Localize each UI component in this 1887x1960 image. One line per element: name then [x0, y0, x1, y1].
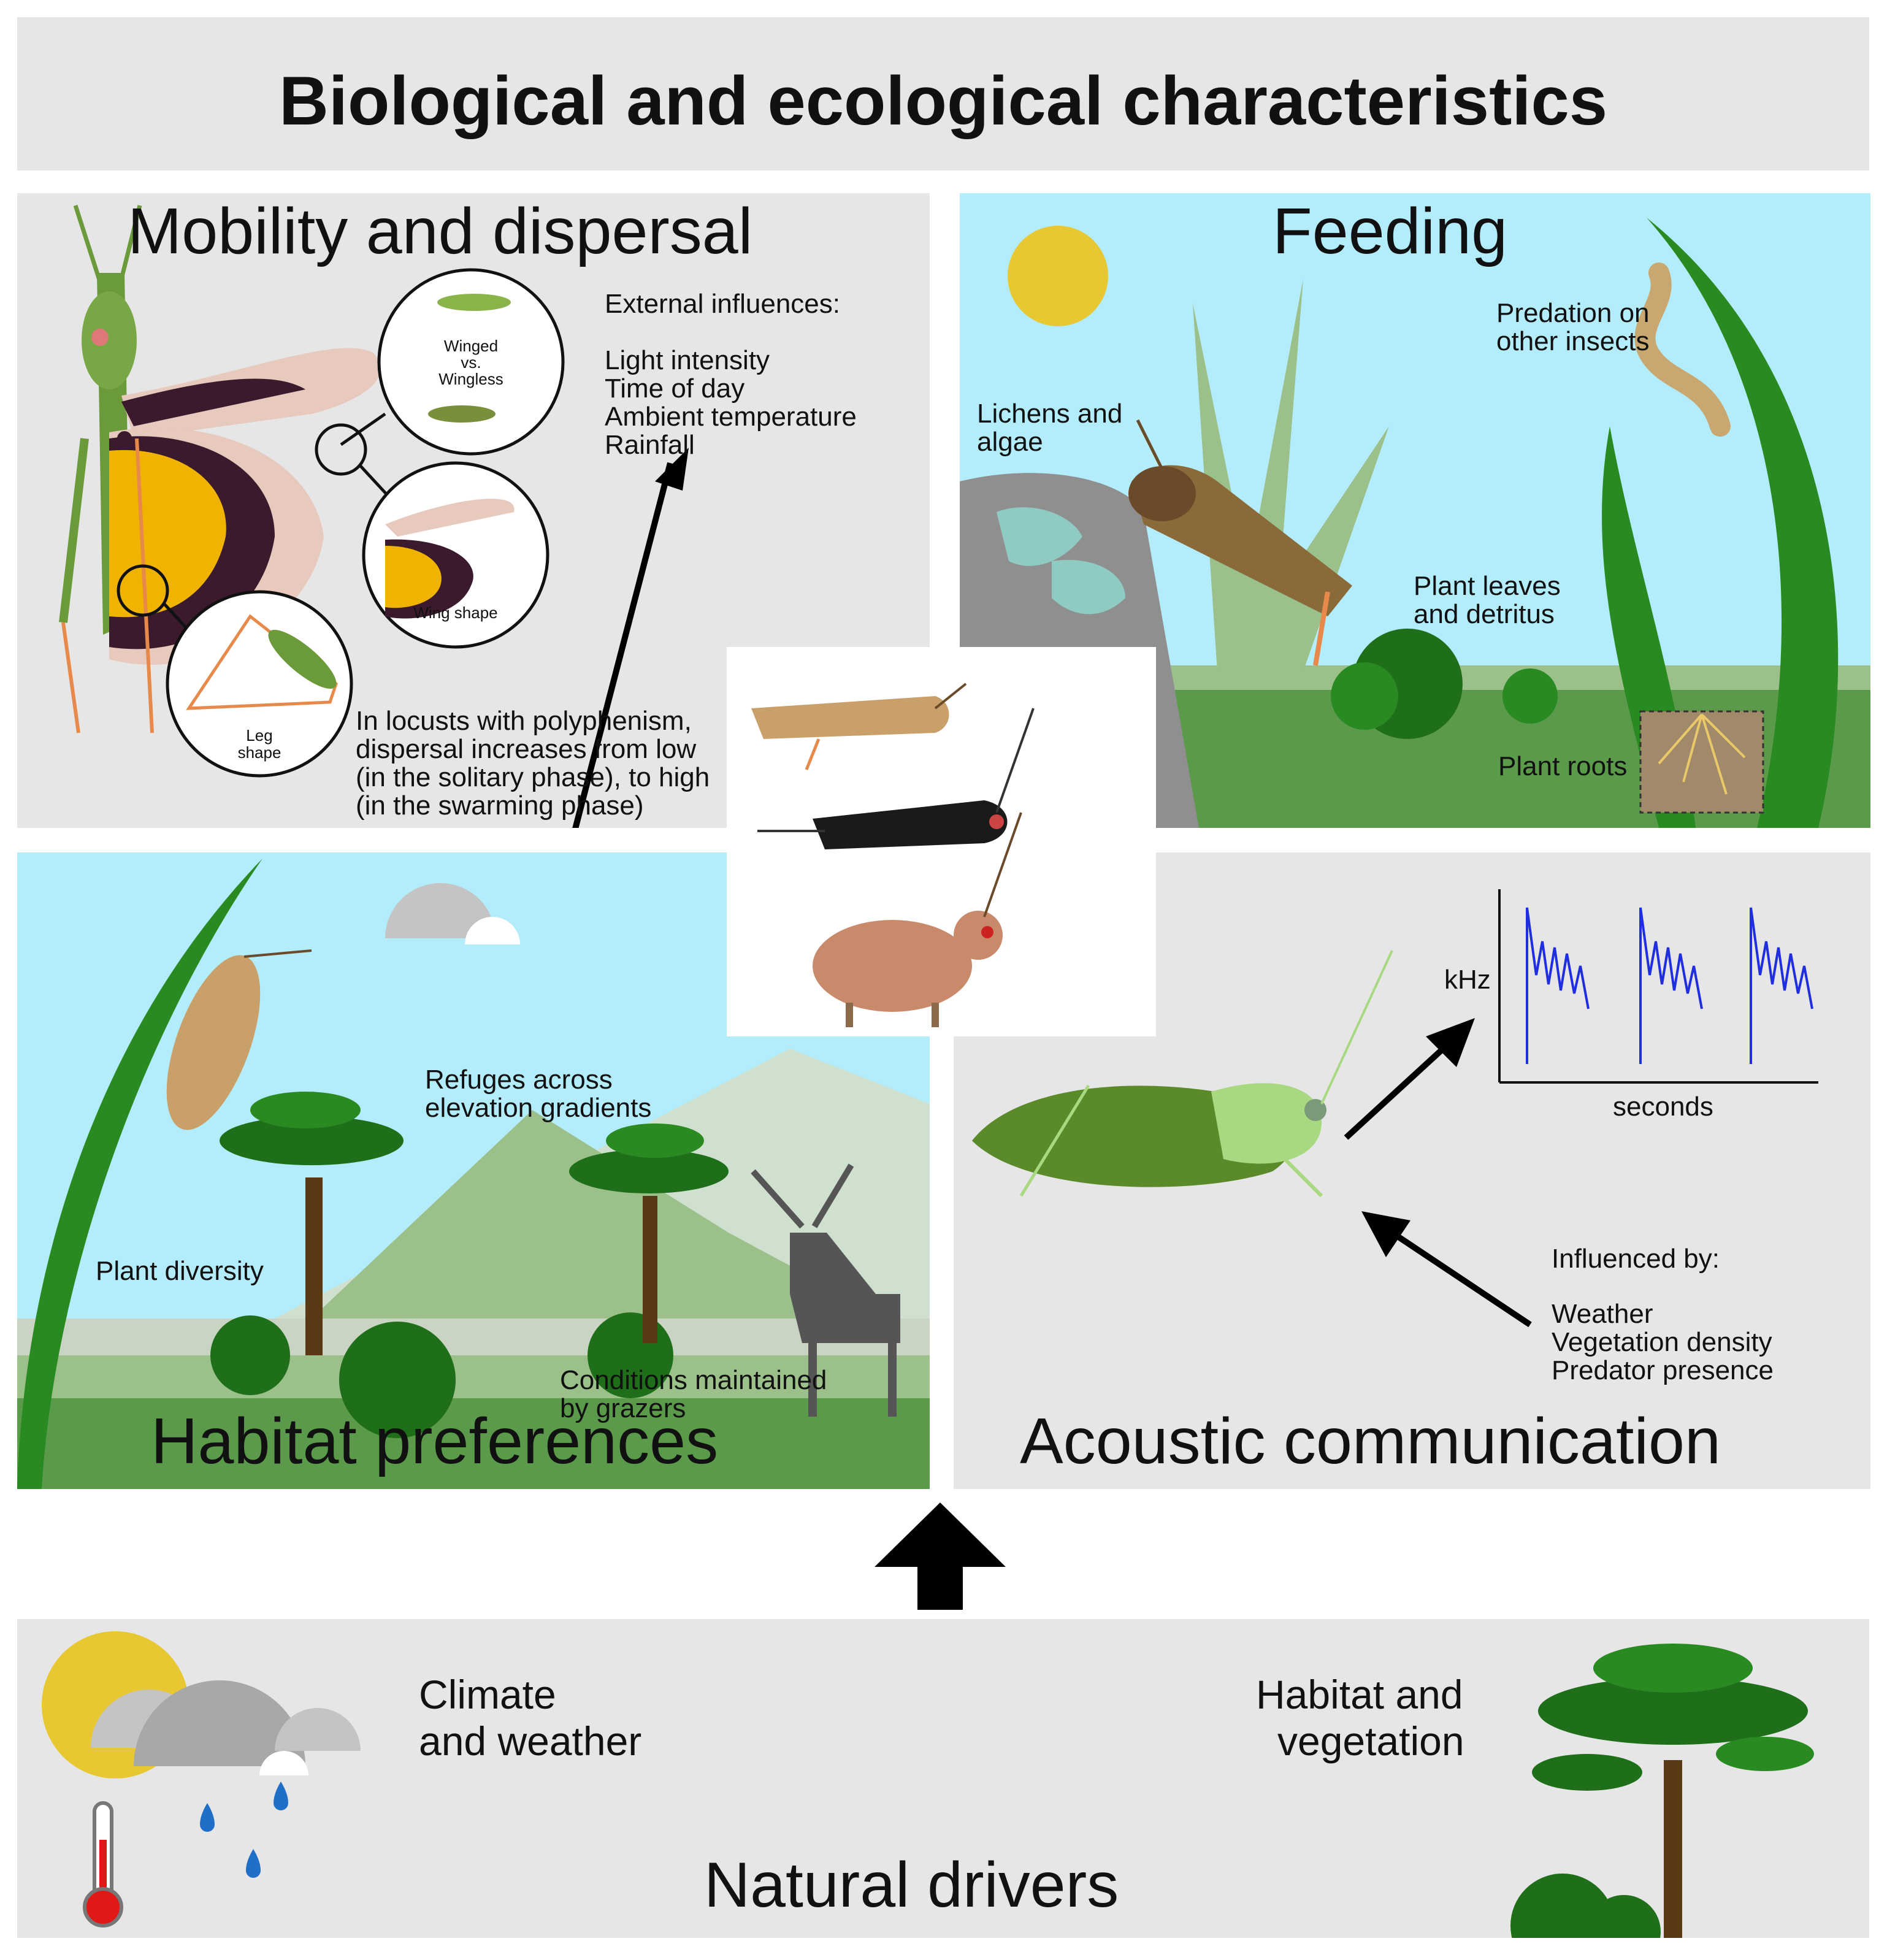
external-item: Time of day — [605, 373, 745, 404]
polyphenism-line: (in the swarming phase) — [356, 791, 644, 821]
winged-label: Winged — [443, 337, 499, 355]
leaves-line: and detritus — [1414, 599, 1555, 629]
center-inset — [727, 647, 1156, 1036]
influenced-item: Vegetation density — [1552, 1327, 1772, 1357]
call-pulse — [1750, 907, 1813, 1064]
climate-line: and weather — [419, 1718, 642, 1764]
input-arrow — [1381, 1223, 1532, 1328]
external-item: Light intensity — [605, 345, 770, 375]
double-arrow — [572, 462, 673, 828]
tree-icon — [1532, 1644, 1814, 1938]
external-heading: External influences: — [605, 289, 840, 319]
polyphenism-line: dispersal increases from low — [356, 734, 697, 764]
wingless-grasshopper-icon — [813, 812, 1022, 1027]
acoustic-title: Acoustic communication — [1020, 1405, 1721, 1477]
spectrogram-y-label: kHz — [1444, 965, 1491, 995]
lichens-line: Lichens and — [977, 399, 1123, 429]
sun-icon — [1008, 226, 1108, 326]
grazers-line: Conditions maintained — [560, 1365, 827, 1395]
mobility-panel: Mobility and dispersal Winged vs. Wingle… — [17, 193, 930, 828]
raindrop-icon — [274, 1782, 288, 1810]
wing-shape-label: Wing shape — [413, 603, 498, 622]
grasshopper-icon — [1128, 419, 1352, 666]
polyphenism-line: In locusts with polyphenism, — [356, 706, 692, 736]
deer-icon — [751, 1163, 900, 1417]
spectrogram-x-label: seconds — [1613, 1092, 1713, 1122]
tree-icon — [569, 1124, 729, 1343]
predation-line: Predation on — [1496, 298, 1650, 328]
drivers-panel: Climate and weather Habitat and vegetati… — [17, 1619, 1869, 1938]
leg-shape-label: Leg shape — [237, 726, 281, 762]
mobility-illustration — [59, 204, 689, 828]
caterpillar-icon — [1634, 262, 1731, 437]
predation-line: other insects — [1496, 326, 1650, 356]
vs-label: vs. — [461, 353, 481, 372]
lichens-line: algae — [977, 427, 1043, 457]
raindrop-icon — [200, 1803, 215, 1832]
roots-label: Plant roots — [1498, 751, 1628, 781]
habitat-vegetation-line: Habitat and — [1256, 1672, 1463, 1717]
habitat-title: Habitat preferences — [151, 1405, 719, 1477]
feeding-title: Feeding — [1273, 195, 1508, 267]
title-banner: Biological and ecological characteristic… — [17, 17, 1869, 170]
plant-diversity-label: Plant diversity — [96, 1256, 264, 1286]
locust-phases-illustration — [751, 683, 1035, 1027]
influenced-item: Weather — [1552, 1299, 1653, 1329]
climate-line: Climate — [419, 1672, 556, 1717]
call-pulse — [1526, 907, 1590, 1064]
drivers-title: Natural drivers — [704, 1850, 1119, 1921]
leaves-line: Plant leaves — [1414, 571, 1561, 601]
call-pulse — [1639, 907, 1703, 1064]
acoustic-illustration — [972, 889, 1818, 1328]
gregarious-locust-icon — [757, 708, 1035, 849]
katydid-icon — [972, 950, 1393, 1198]
refuges-line: elevation gradients — [425, 1093, 652, 1123]
cloud-icon — [385, 883, 496, 938]
influenced-item: Predator presence — [1552, 1355, 1774, 1385]
mobility-title: Mobility and dispersal — [128, 195, 753, 267]
grazers-line: by grazers — [560, 1393, 686, 1423]
external-item: Rainfall — [605, 430, 695, 460]
page-title: Biological and ecological characteristic… — [278, 63, 1608, 139]
spectrogram — [1498, 889, 1818, 1084]
leg-shape-circle — [166, 590, 353, 778]
wingless-label: Wingless — [438, 370, 503, 388]
thermometer-icon — [83, 1801, 123, 1927]
tree-icon — [220, 1092, 404, 1355]
external-item: Ambient temperature — [605, 402, 857, 432]
polyphenism-line: (in the solitary phase), to high — [356, 762, 710, 792]
solitary-locust-icon — [751, 683, 967, 770]
up-arrow-icon — [875, 1503, 1006, 1610]
winged-wingless-circle — [377, 268, 565, 456]
output-arrow — [1344, 1034, 1459, 1140]
habitat-illustration — [17, 859, 930, 1489]
refuges-line: Refuges across — [425, 1065, 613, 1095]
habitat-vegetation-line: vegetation — [1277, 1718, 1464, 1764]
drivers-illustration — [42, 1631, 1814, 1938]
raindrop-icon — [246, 1849, 261, 1878]
grasshopper-icon — [166, 949, 312, 1130]
influenced-heading: Influenced by: — [1552, 1244, 1720, 1274]
